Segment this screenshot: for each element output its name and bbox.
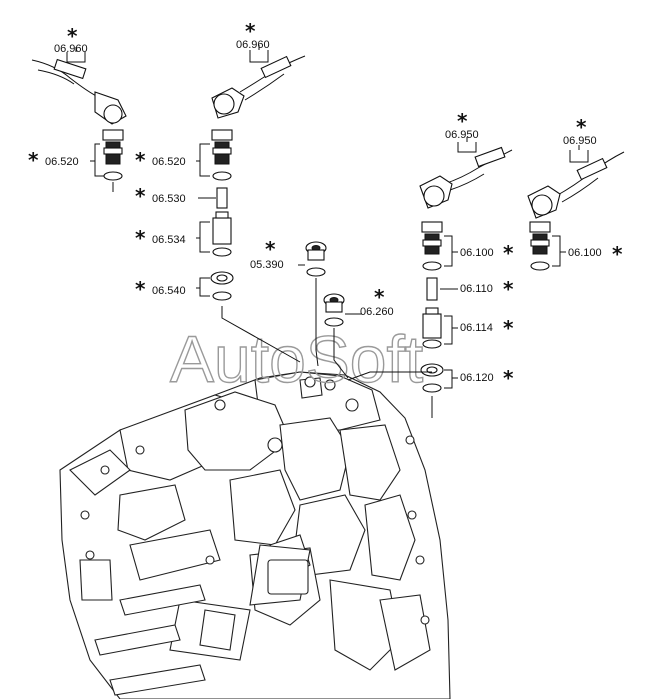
asterisk-marker: * — [374, 285, 385, 309]
column-3-parts — [347, 137, 513, 418]
asterisk-marker: * — [503, 316, 514, 340]
asterisk-marker: * — [135, 148, 146, 172]
asterisk-marker: * — [28, 148, 39, 172]
asterisk-marker: * — [457, 109, 468, 133]
column-1-parts — [31, 47, 127, 192]
asterisk-marker: * — [135, 226, 146, 250]
asterisk-marker: * — [576, 115, 587, 139]
watermark-text: AutoSoft — [170, 322, 423, 396]
label-c2-adapter: 06.534 — [152, 234, 186, 246]
label-plug-a: 05.390 — [250, 259, 284, 271]
label-c3-adapter: 06.114 — [460, 322, 493, 334]
plug-parts — [298, 241, 362, 379]
label-c4-sensor: 06.100 — [568, 247, 602, 259]
label-c2-seal: 06.540 — [152, 285, 186, 297]
asterisk-marker: * — [67, 24, 78, 48]
label-c3-sensor: 06.100 — [460, 247, 494, 259]
gearbox-housing — [59, 371, 451, 699]
asterisk-marker: * — [135, 184, 146, 208]
column-4-parts — [527, 145, 625, 271]
asterisk-marker: * — [135, 277, 146, 301]
asterisk-marker: * — [245, 19, 256, 43]
label-c1-sensor: 06.520 — [45, 156, 79, 168]
column-2-parts — [196, 45, 306, 363]
label-plug-b: 06.260 — [360, 306, 394, 318]
label-c3-seal: 06.120 — [460, 372, 494, 384]
label-c3-cable: 06.950 — [445, 129, 479, 141]
label-c3-pin: 06.110 — [460, 283, 493, 295]
label-c1-cable: 06.960 — [54, 43, 88, 55]
asterisk-marker: * — [503, 241, 514, 265]
asterisk-marker: * — [503, 366, 514, 390]
label-c2-cable: 06.960 — [236, 39, 270, 51]
label-c2-sensor: 06.520 — [152, 156, 186, 168]
asterisk-marker: * — [612, 242, 623, 266]
label-c2-pin: 06.530 — [152, 193, 186, 205]
asterisk-marker: * — [503, 277, 514, 301]
label-c4-cable: 06.950 — [563, 135, 597, 147]
asterisk-marker: * — [265, 237, 276, 261]
